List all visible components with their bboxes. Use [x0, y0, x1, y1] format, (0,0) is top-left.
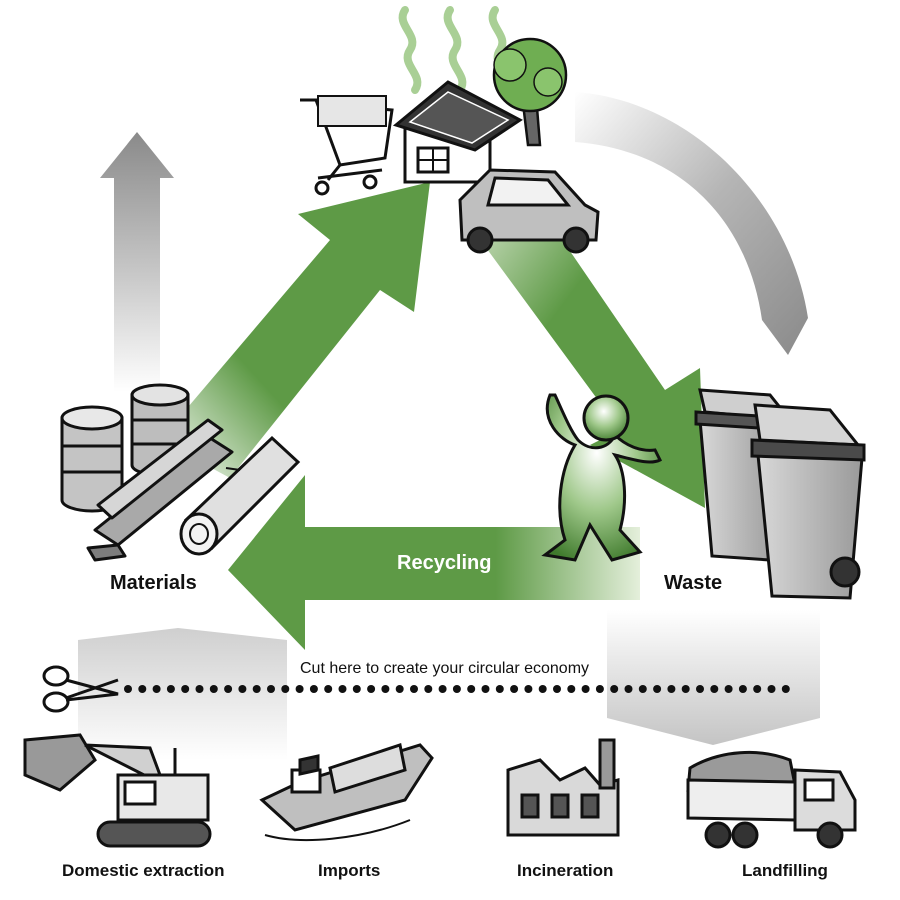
- cut-dot: [781, 685, 790, 693]
- cut-dot: [667, 685, 676, 693]
- landfilling-label: Landfilling: [742, 861, 828, 880]
- consumption-arrow: [462, 178, 705, 508]
- recycling-man-icon: [541, 393, 663, 562]
- cut-dot: [767, 685, 776, 693]
- cut-dot: [209, 685, 218, 693]
- cut-dot: [138, 685, 147, 693]
- waste-output-arc: [575, 92, 808, 355]
- cut-dot: [410, 685, 418, 693]
- cut-dot: [124, 685, 132, 693]
- outputs-gray-bar: [607, 610, 820, 745]
- dump-truck-icon: [686, 751, 857, 849]
- cut-dot: [238, 685, 247, 693]
- scissors-icon: [42, 665, 119, 713]
- cut-dot: [738, 685, 747, 693]
- cut-dot: [510, 685, 519, 693]
- production-arrow: [160, 182, 430, 478]
- cut-dot: [610, 685, 619, 693]
- imports-label: Imports: [318, 861, 381, 880]
- cut-dot: [538, 685, 547, 693]
- cut-dot: [295, 685, 304, 693]
- waste-label: Waste: [664, 572, 723, 594]
- cut-line: [124, 685, 790, 693]
- cut-dot: [324, 685, 333, 693]
- cut-dot: [424, 685, 433, 693]
- extraction-input-arrow: [100, 132, 174, 392]
- cut-dot: [367, 685, 376, 693]
- car-icon: [458, 168, 600, 254]
- tree-icon: [492, 37, 568, 147]
- materials-label: Materials: [110, 572, 197, 594]
- steel-beam-icon: [86, 418, 234, 562]
- cut-dot: [267, 685, 275, 693]
- cut-dot: [495, 685, 504, 693]
- cut-dot: [338, 685, 347, 693]
- cut-dot: [195, 685, 204, 693]
- cut-dot: [681, 685, 690, 693]
- cut-dot: [152, 685, 161, 693]
- cut-dot: [653, 685, 662, 693]
- cut-dot: [309, 685, 318, 693]
- cut-dot: [224, 685, 233, 693]
- recycling-label: Recycling: [397, 552, 492, 574]
- shopping-cart-icon: [300, 95, 394, 196]
- cut-dot: [696, 685, 704, 693]
- inputs-gray-bar: [78, 628, 287, 760]
- excavator-icon: [23, 733, 212, 848]
- cut-dot: [724, 685, 733, 693]
- cargo-ship-icon: [259, 743, 434, 841]
- cut-dot: [581, 685, 590, 693]
- cut-dot: [567, 685, 576, 693]
- cut-dot: [624, 685, 633, 693]
- oil-barrel-icon: [60, 405, 124, 513]
- cut-dot: [438, 685, 447, 693]
- factory-icon: [506, 738, 620, 837]
- cut-dot: [553, 685, 561, 693]
- cut-dot: [166, 685, 175, 693]
- incineration-label: Incineration: [517, 861, 614, 880]
- wheelie-bin-icon: [750, 403, 866, 600]
- cut-dot: [252, 685, 261, 693]
- heat-waves-icon: [398, 6, 512, 94]
- cut-dot: [595, 685, 604, 693]
- recycling-arrow: [228, 475, 640, 650]
- cut-dot: [181, 685, 190, 693]
- log-icon: [179, 435, 301, 556]
- cut-dot: [452, 685, 461, 693]
- cut-dot: [281, 685, 290, 693]
- cut-dot: [481, 685, 490, 693]
- cut-line-label: Cut here to create your circular economy: [296, 660, 594, 678]
- cut-dot: [710, 685, 719, 693]
- cut-dot: [638, 685, 647, 693]
- cut-dot: [381, 685, 390, 693]
- cut-dot: [524, 685, 533, 693]
- cut-dot: [352, 685, 361, 693]
- cut-dot: [753, 685, 762, 693]
- domestic-extraction-label: Domestic extraction: [62, 861, 225, 880]
- solar-house-icon: [392, 80, 523, 184]
- cut-dot: [395, 685, 404, 693]
- cut-dot: [467, 685, 476, 693]
